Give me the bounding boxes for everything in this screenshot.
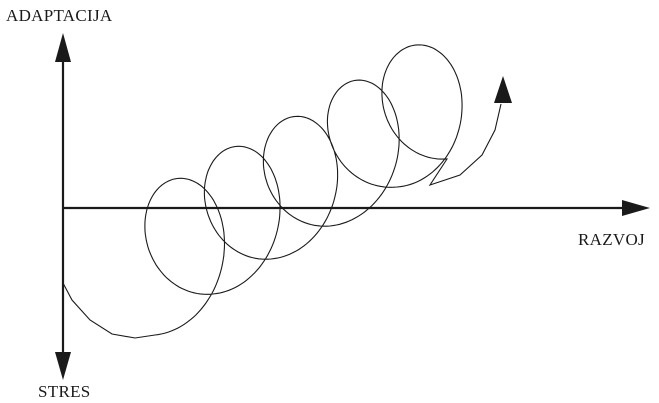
horizontal-axis-arrow [622, 200, 650, 216]
development-spiral [62, 44, 502, 339]
vertical-axis-up-arrow [55, 33, 71, 62]
vertical-axis-bottom-label: STRES [38, 382, 91, 401]
vertical-axis-down-arrow [55, 352, 71, 380]
vertical-axis-top-label: ADAPTACIJA [6, 6, 113, 25]
spiral-end-arrow [494, 76, 512, 103]
horizontal-axis-label: RAZVOJ [578, 230, 645, 249]
